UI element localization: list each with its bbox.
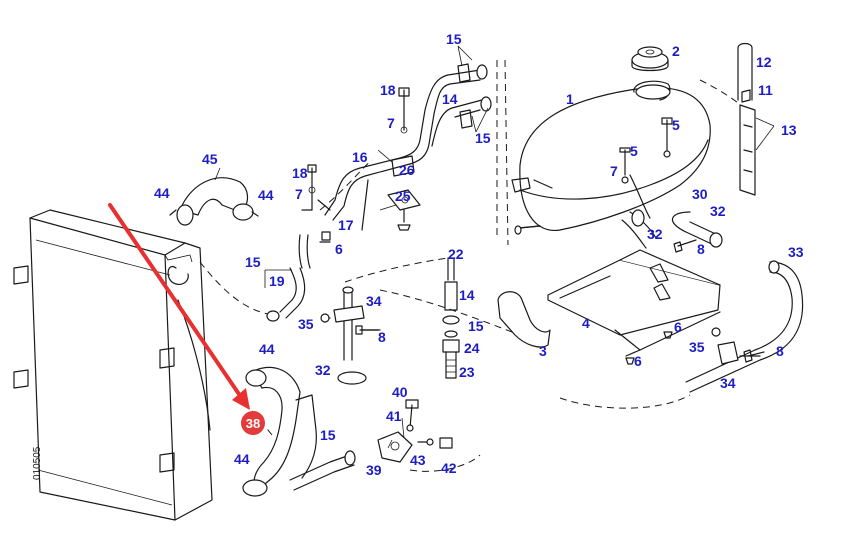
- label-part: 45: [202, 151, 218, 167]
- label-part: 32: [710, 203, 726, 219]
- label-part: 44: [258, 187, 274, 203]
- label-part: 17: [338, 217, 354, 233]
- coolant-tank: [511, 80, 711, 231]
- label-part: 44: [154, 185, 170, 201]
- label-part: 15: [475, 130, 491, 146]
- hose-30: [672, 211, 723, 248]
- label-part: 14: [442, 91, 458, 107]
- label-part: 44: [259, 341, 275, 357]
- label-part: 18: [292, 165, 308, 181]
- label-part: 19: [269, 273, 285, 289]
- label-part: 43: [410, 452, 426, 468]
- label-part: 6: [674, 319, 682, 335]
- label-part: 13: [781, 122, 797, 138]
- label-part: 6: [634, 353, 642, 369]
- label-part: 18: [380, 82, 396, 98]
- clamp-34-middle: [320, 286, 379, 385]
- label-part: 7: [295, 186, 303, 202]
- sensor-bracket: [377, 399, 453, 463]
- leader-lines: [214, 45, 775, 449]
- label-part: 15: [245, 254, 261, 270]
- tank-pipe-ends: [514, 179, 553, 235]
- label-part: 39: [366, 462, 382, 478]
- label-part: 22: [448, 246, 464, 262]
- label-part: 15: [446, 31, 462, 47]
- label-part: 25: [395, 188, 411, 204]
- part-labels: 1 2 3 4 5 5 6 6 6 7 7 7 8 8 8 11 12 13 1…: [154, 31, 804, 478]
- label-part: 34: [720, 375, 736, 391]
- label-part: 8: [697, 241, 705, 257]
- label-part: 4: [582, 315, 590, 331]
- pipe-15-lower: [289, 450, 356, 491]
- label-part: 7: [387, 115, 395, 131]
- radiator: [13, 209, 213, 521]
- hose-45: [169, 177, 259, 226]
- label-part: 14: [459, 287, 475, 303]
- label-part: 1: [566, 91, 574, 107]
- label-part: 5: [672, 117, 680, 133]
- drain-fitting: [442, 257, 460, 379]
- drawing-code: 010505: [32, 446, 43, 480]
- label-part: 16: [352, 149, 368, 165]
- label-part: 26: [399, 162, 415, 178]
- shield-plate: [497, 291, 551, 348]
- label-part: 42: [441, 460, 457, 476]
- label-part: 15: [468, 318, 484, 334]
- label-part: 6: [335, 241, 343, 257]
- label-part: 32: [315, 362, 331, 378]
- fasteners: [301, 117, 765, 365]
- bracket-25-26: [387, 87, 421, 231]
- hose-17-19: [266, 164, 331, 322]
- label-part: 2: [672, 43, 680, 59]
- mounting-bracket: [737, 42, 756, 196]
- label-part: 11: [758, 82, 773, 98]
- pipe-16: [324, 63, 492, 231]
- label-part: 23: [459, 364, 475, 380]
- label-part: 40: [392, 384, 408, 400]
- filler-cap: [631, 46, 669, 72]
- label-part: 44: [234, 451, 250, 467]
- label-part: 41: [386, 408, 402, 424]
- label-part: 15: [320, 427, 336, 443]
- hose-32-upper: [621, 209, 657, 249]
- label-part: 35: [298, 316, 314, 332]
- label-part: 24: [464, 340, 480, 356]
- label-part: 32: [647, 226, 663, 242]
- label-part: 7: [610, 163, 618, 179]
- label-part: 8: [776, 343, 784, 359]
- label-part: 30: [692, 186, 708, 202]
- highlight-arrow: [108, 203, 250, 410]
- label-part: 33: [788, 244, 804, 260]
- highlight-badge: 38: [241, 411, 265, 435]
- label-part: 12: [756, 54, 772, 70]
- pipe-33: [685, 260, 804, 393]
- label-part: 3: [539, 343, 547, 359]
- label-part: 34: [366, 293, 382, 309]
- label-part: 35: [689, 339, 705, 355]
- highlight-label: 38: [246, 416, 260, 431]
- clamp-34-right: [711, 327, 761, 365]
- tank-tray: [547, 249, 721, 357]
- label-part: 5: [630, 143, 638, 159]
- label-part: 8: [378, 329, 386, 345]
